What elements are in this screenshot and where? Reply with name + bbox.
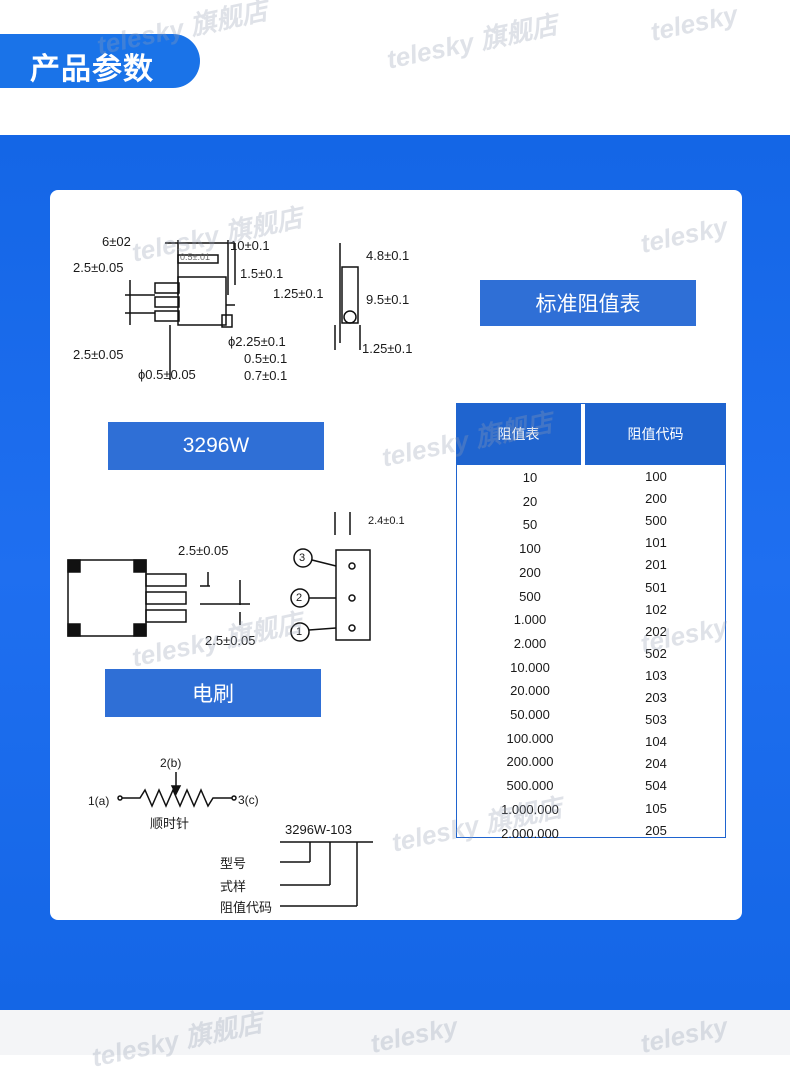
table-cell-code: 200 [645, 491, 667, 507]
table-cell-code: 501 [645, 579, 667, 595]
dim-label: 2.5±0.05 [73, 260, 124, 275]
table-cell-value: 200 [519, 564, 541, 580]
table-cell-value: 50 [522, 517, 538, 533]
pin-dimension-drawing [67, 512, 371, 642]
table-cell-value: 50.000 [510, 707, 550, 722]
watermark-brand: telesky 旗舰店 [384, 9, 560, 75]
schematic-label: 1(a) [88, 794, 110, 808]
dim-label: 1.25±0.1 [362, 341, 413, 356]
table-cell-code: 504 [645, 778, 667, 794]
table-cell-code: 201 [645, 557, 667, 573]
schematic-label: 顺时针 [150, 816, 190, 831]
section-title: 产品参数 [30, 52, 154, 87]
table-cell-value: 500.000 [506, 778, 554, 794]
part-code: 3296W-103 [285, 822, 352, 837]
table-cell-code: 103 [645, 667, 667, 683]
part-code-lines [280, 841, 373, 907]
dim-label: 10±0.1 [230, 238, 270, 253]
table-cell-code: 204 [645, 756, 667, 772]
dim-label: ϕ0.5±0.05 [138, 367, 196, 382]
dim-label: 2.5±0.05 [178, 543, 229, 558]
table-cell-value: 500 [519, 588, 541, 604]
table-cell-code: 105 [645, 800, 667, 816]
table-cell-value: 2.000 [513, 635, 547, 651]
table-cell-value: 1.000 [513, 612, 547, 628]
table-cell-code: 503 [645, 712, 667, 728]
potentiometer-schematic [117, 772, 237, 808]
table-cell-code: 202 [645, 623, 667, 639]
part-code-label: 阻值代码 [220, 900, 273, 915]
pin-number: 1 [296, 626, 303, 638]
dim-label: 1.25±0.1 [273, 286, 324, 301]
brush-label: 电刷 [105, 669, 321, 717]
table-cell-value: 100 [519, 541, 541, 557]
table-cell-value: 200.000 [506, 754, 554, 770]
dim-label: 2.4±0.1 [368, 515, 405, 527]
table-cell-code: 205 [645, 822, 667, 838]
table-cell-value: 10.000 [510, 659, 550, 675]
schematic-label: 3(c) [238, 793, 259, 807]
dim-label: 2.5±0.05 [205, 633, 256, 648]
table-cell-code: 102 [645, 601, 667, 617]
dim-label: 1.5±0.1 [240, 266, 284, 281]
table-cell-code: 500 [645, 513, 667, 529]
table-cell-value: 2.000.000 [501, 825, 559, 841]
pin-number: 3 [299, 552, 306, 564]
bottom-strip [0, 1010, 790, 1055]
table-cell-value: 20 [522, 493, 538, 509]
dim-label: 0.5±.01 [180, 252, 210, 262]
table-cell-value: 20.000 [510, 683, 550, 699]
dim-label: 0.5±0.1 [244, 351, 288, 366]
table-cell-code: 104 [645, 734, 667, 750]
table-header-code: 阻值代码 [585, 403, 726, 465]
dim-label: 9.5±0.1 [366, 292, 410, 307]
watermark-brand: telesky [647, 0, 741, 47]
dim-label: ϕ2.25±0.1 [228, 334, 286, 349]
table-cell-code: 502 [645, 645, 667, 661]
dim-label: 0.7±0.1 [244, 368, 288, 383]
part-code-label: 型号 [220, 856, 247, 871]
top-dimension-drawing [125, 240, 361, 380]
table-cell-value: 100.000 [506, 730, 554, 746]
part-code-label: 式样 [220, 879, 247, 894]
section-header: 产品参数 [0, 34, 200, 88]
table-cell-code: 203 [645, 690, 667, 705]
table-title: 标准阻值表 [480, 280, 696, 326]
table-cell-value: 1.000.000 [501, 801, 559, 817]
table-cell-value: 10 [522, 470, 538, 485]
pin-number: 2 [296, 592, 303, 604]
dim-label: 6±02 [102, 234, 131, 249]
table-header-value: 阻值表 [456, 403, 581, 465]
table-cell-code: 100 [645, 469, 667, 484]
table-cell-code: 101 [645, 535, 667, 551]
schematic-label: 2(b) [160, 756, 182, 770]
dim-label: 2.5±0.05 [73, 347, 124, 362]
model-label: 3296W [108, 422, 324, 470]
dim-label: 4.8±0.1 [366, 248, 410, 263]
